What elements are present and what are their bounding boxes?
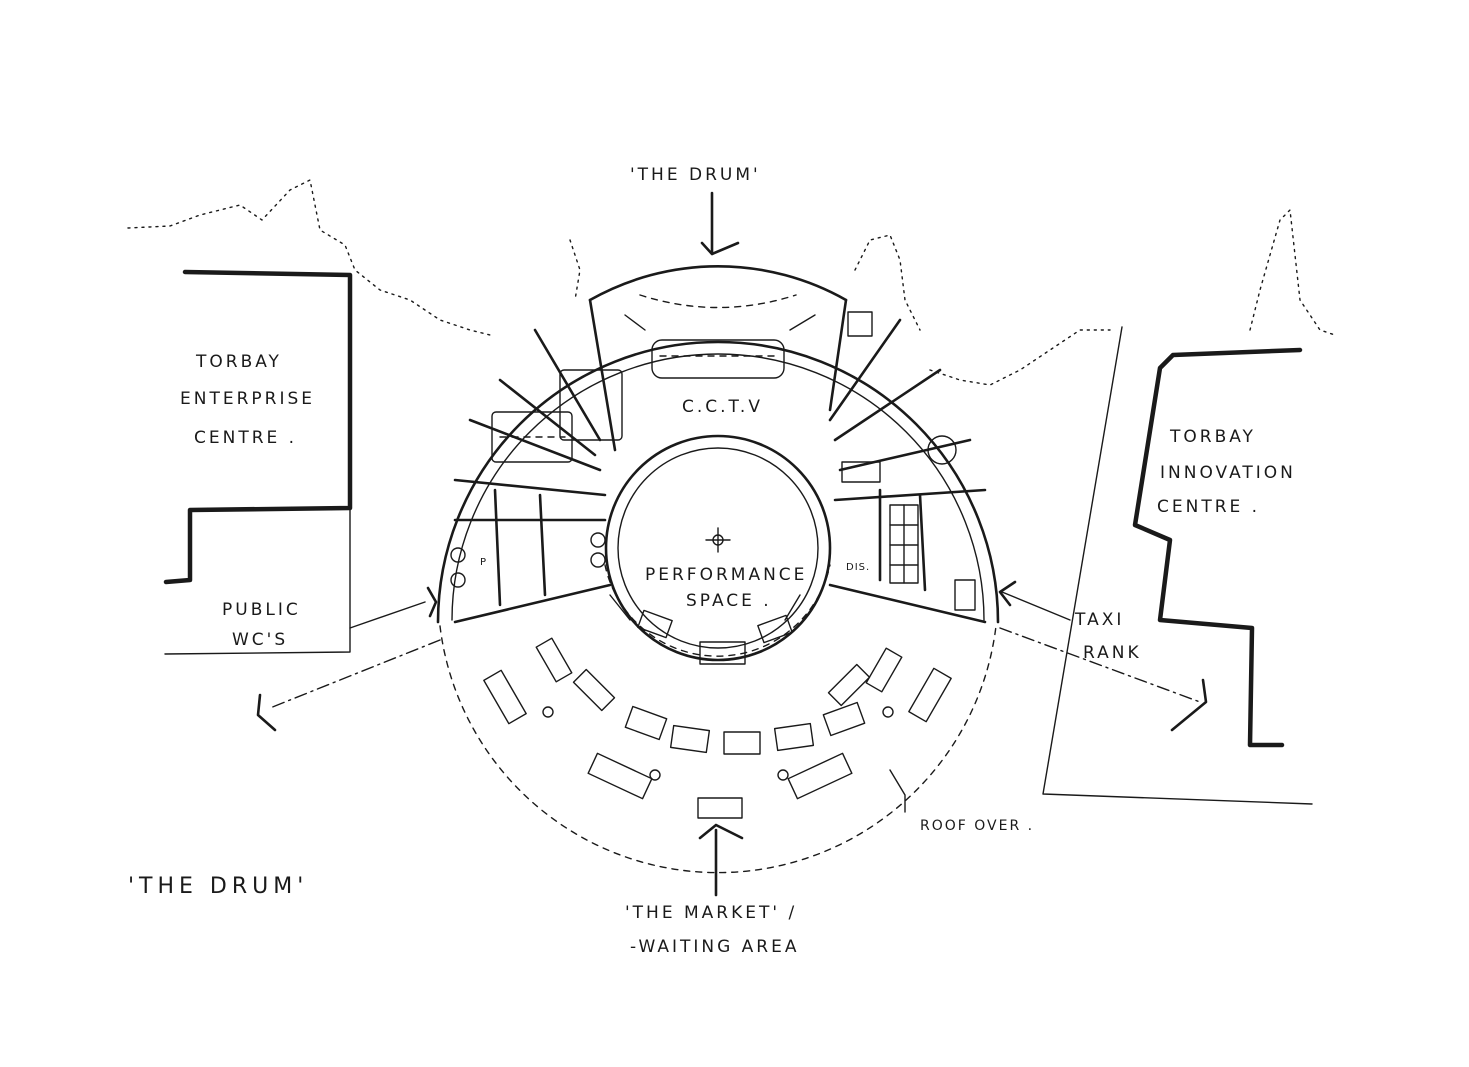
drum-plan [436, 265, 1000, 874]
cctv-label: C.C.T.V [682, 397, 763, 417]
performance-space-label-1: PERFORMANCE [645, 565, 807, 585]
public-wcs-label-2: WC'S [232, 630, 288, 650]
enterprise-centre-label-1: TORBAY [195, 352, 282, 372]
dis-label: DIS. [846, 562, 870, 573]
enterprise-centre-label-3: CENTRE . [194, 428, 297, 448]
performance-space-label-2: SPACE . [686, 591, 772, 611]
top-title: 'THE DRUM' [630, 165, 761, 185]
taxi-rank-label-2: RANK [1083, 643, 1142, 663]
tree-line [127, 179, 1336, 386]
market-label-2: -WAITING AREA [630, 937, 799, 957]
bottom-left-title: 'THE DRUM' [128, 874, 308, 899]
arrows [256, 191, 1208, 897]
enterprise-centre-building: TORBAY ENTERPRISE CENTRE . [163, 269, 353, 655]
taxi-rank-label-1: TAXI [1074, 610, 1124, 630]
innovation-centre-label-2: INNOVATION [1160, 463, 1296, 483]
innovation-centre-label-3: CENTRE . [1157, 497, 1260, 517]
innovation-centre-label-1: TORBAY [1169, 427, 1256, 447]
p-label: P [480, 557, 487, 568]
innovation-centre-building: TORBAY INNOVATION CENTRE . [1042, 326, 1313, 805]
enterprise-centre-label-2: ENTERPRISE [180, 389, 315, 409]
labels: 'THE DRUM' 'THE DRUM' C.C.T.V PERFORMANC… [128, 165, 1142, 957]
market-label-1: 'THE MARKET' / [625, 903, 797, 923]
roof-over-label: ROOF OVER . [920, 818, 1034, 834]
public-wcs-label-1: PUBLIC [222, 600, 301, 620]
